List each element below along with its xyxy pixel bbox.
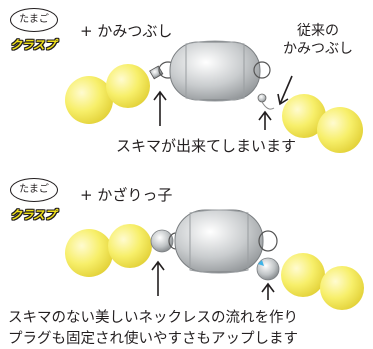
crimp-bead (149, 65, 164, 80)
up-arrow (153, 90, 167, 126)
pointer-arrow (277, 75, 293, 106)
clasp-ring-right (258, 230, 278, 252)
egg-clasp-body (169, 41, 261, 101)
traditional-line1: 従来の (297, 23, 339, 39)
clasp-ring-right (253, 61, 271, 79)
traditional-line2: かみつぶし (283, 41, 353, 57)
decor-ball (256, 257, 280, 281)
pearl (320, 266, 364, 310)
pearl (282, 94, 326, 138)
badge-top-text: たまご (19, 184, 49, 195)
up-arrow (258, 110, 272, 130)
traditional-crimp-label: 従来の かみつぶし (272, 22, 364, 58)
bottom-caption-line2: プラグも固定され使いやすさもアップします (8, 331, 298, 347)
badge-oval-bottom: たまご (10, 178, 58, 202)
bottom-arrows (151, 260, 275, 300)
crimp-bead (257, 93, 267, 103)
pearl (317, 107, 363, 153)
pearl (65, 229, 113, 277)
badge-oval-top: たまご (10, 8, 58, 32)
pearl (106, 64, 150, 108)
pearl (108, 224, 152, 268)
top-necklace (65, 40, 363, 153)
clasp-band (189, 209, 249, 274)
bottom-plus-label: + かざりっ子 (80, 186, 173, 204)
up-arrow (261, 282, 275, 300)
clasp-label-top: クラスプ (10, 38, 56, 52)
top-plus-label: + かみつぶし (80, 22, 173, 40)
top-arrows (153, 75, 293, 130)
clasp-label-bottom: クラスプ (10, 208, 56, 222)
badge-top-text: たまご (19, 14, 49, 25)
bottom-caption-line1: スキマのない美しいネックレスの流れを作り (8, 310, 298, 326)
wire-loop (261, 101, 275, 110)
clasp-band (185, 40, 245, 102)
bottom-necklace (65, 209, 364, 310)
pearl (281, 253, 325, 297)
top-caption: スキマが出来てしまいます (116, 137, 297, 155)
egg-clasp-body (174, 209, 264, 273)
up-arrow (151, 260, 165, 296)
blue-accent (258, 260, 264, 266)
decor-ball (150, 229, 174, 253)
pearl (65, 76, 113, 124)
